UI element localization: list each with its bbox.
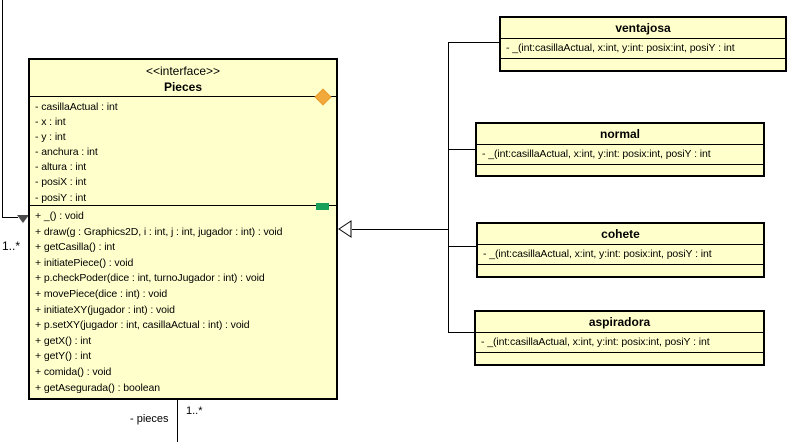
method-item: + getAsegurada() : boolean	[35, 381, 160, 394]
attribute-item: - posiY : int	[35, 191, 87, 204]
constructor-item: - _(int:casillaActual, x:int, y:int: pos…	[478, 245, 763, 265]
method-item: + movePiece(dice : int) : void	[35, 287, 168, 300]
attribute-item: - anchura : int	[35, 146, 98, 159]
realization-branch-cohete[interactable]	[448, 246, 476, 247]
realization-hollow-triangle-icon	[338, 220, 352, 238]
class-name: Pieces	[163, 80, 203, 94]
class-name: cohete	[478, 224, 763, 245]
realization-branch-aspiradora[interactable]	[448, 332, 474, 333]
attribute-item: - x : int	[35, 116, 66, 129]
method-item: + getCasilla() : int	[35, 241, 115, 254]
attribute-item: - posiX : int	[35, 176, 87, 189]
constructor-item: - _(int:casillaActual, x:int, y:int: pos…	[477, 145, 763, 165]
method-item: + comida() : void	[35, 365, 112, 378]
class-header: <<interface>> Pieces	[30, 60, 336, 97]
class-name: ventajosa	[501, 18, 785, 39]
method-item: + _() : void	[35, 210, 84, 222]
class-name: normal	[477, 124, 763, 145]
class-normal[interactable]: normal - _(int:casillaActual, x:int, y:i…	[475, 122, 765, 177]
association-line-bottom[interactable]	[177, 400, 178, 442]
method-item: + getX() : int	[35, 334, 92, 347]
class-ventajosa[interactable]: ventajosa - _(int:casillaActual, x:int, …	[499, 16, 787, 72]
method-item: + draw(g : Graphics2D, i : int, j : int,…	[35, 225, 283, 238]
attribute-item: - altura : int	[35, 161, 87, 174]
class-cohete[interactable]: cohete - _(int:casillaActual, x:int, y:i…	[476, 222, 765, 278]
association-line-left-horizontal[interactable]	[2, 217, 18, 218]
stereotype-label: <<interface>>	[145, 64, 221, 78]
realization-branch-normal[interactable]	[448, 149, 475, 150]
class-name: aspiradora	[476, 312, 763, 333]
method-item: + getY() : int	[35, 350, 92, 363]
method-item: + initiatePiece() : void	[35, 256, 134, 269]
method-section-marker-icon	[316, 203, 329, 210]
interface-pieces-class[interactable]: <<interface>> Pieces - casillaActual : i…	[28, 58, 338, 400]
association-arrowhead-icon	[17, 215, 29, 223]
attributes-compartment: - casillaActual : int - x : int - y : in…	[30, 97, 336, 206]
method-item: + initiateXY(jugador : int) : void	[35, 303, 175, 316]
realization-branch-ventajosa[interactable]	[448, 42, 499, 43]
constructor-item: - _(int:casillaActual, x:int, y:int: pos…	[476, 333, 763, 353]
multiplicity-label-bottom: 1..*	[186, 405, 203, 417]
multiplicity-label-left: 1..*	[2, 239, 21, 253]
association-line-left-vertical[interactable]	[2, 0, 3, 217]
method-item: + p.checkPoder(dice : int, turnoJugador …	[35, 272, 265, 285]
class-aspiradora[interactable]: aspiradora - _(int:casillaActual, x:int,…	[474, 310, 765, 366]
methods-compartment: + _() : void + draw(g : Graphics2D, i : …	[30, 206, 336, 396]
constructor-item: - _(int:casillaActual, x:int, y:int: pos…	[501, 39, 785, 59]
attribute-item: - casillaActual : int	[35, 101, 118, 113]
role-label-pieces: - pieces	[130, 413, 169, 425]
attribute-item: - y : int	[35, 131, 66, 144]
realization-line-main[interactable]	[352, 229, 449, 230]
method-item: + p.setXY(jugador : int, casillaActual :…	[35, 319, 250, 332]
realization-trunk-line[interactable]	[448, 42, 449, 333]
